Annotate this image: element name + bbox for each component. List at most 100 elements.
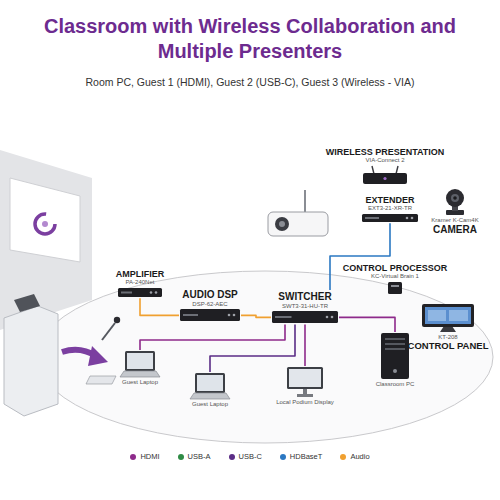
cpu-icon-part — [388, 282, 402, 294]
laptop-icon-part — [190, 393, 230, 399]
panel-icon-part — [428, 310, 446, 321]
tower-icon-part — [385, 348, 405, 350]
device-name: WIRELESS PRESENTATION — [326, 147, 445, 157]
laptop-icon-part — [197, 375, 223, 391]
laptop-icon-part — [125, 351, 155, 371]
subtitle: Room PC, Guest 1 (HDMI), Guest 2 (USB-C)… — [0, 76, 500, 88]
device-name: AMPLIFIER — [116, 269, 165, 279]
box-icon-part — [411, 217, 414, 220]
device-label: Local Podium Display — [276, 399, 334, 406]
box-icon-part — [228, 314, 231, 317]
control-panel-device: KT-208CONTROL PANEL — [407, 303, 490, 353]
device-name: CONTROL PANEL — [408, 341, 489, 352]
camera-device: Kramer K-Cam4KCAMERA — [430, 188, 479, 236]
legend-item: HDBaseT — [280, 452, 323, 461]
control-processor-device: CONTROL PROCESSORKC-Virtual Brain 1 — [342, 262, 448, 295]
connector — [241, 315, 271, 317]
connector — [304, 324, 306, 366]
switcher-device: SWITCHERSWT3-31-HU-TR — [271, 290, 339, 324]
diagram-title: Classroom with Wireless Collaboration an… — [25, 14, 475, 64]
device-label: Guest Laptop — [122, 379, 158, 386]
box-icon-part — [121, 292, 132, 294]
logo-dot — [42, 221, 48, 227]
monitor-icon-part — [303, 389, 307, 394]
legend-text: HDMI — [140, 452, 159, 461]
model-number: EXT3-21-XR-TR — [368, 205, 412, 212]
via-icon-part — [396, 166, 398, 174]
connector — [330, 223, 390, 290]
via-icon — [363, 166, 407, 184]
box-icon-part — [326, 316, 329, 319]
device-name: EXTENDER — [365, 195, 414, 205]
keyboard — [86, 376, 116, 384]
laptop-device: Guest Laptop — [189, 372, 231, 409]
display-device: Local Podium Display — [275, 366, 335, 407]
connector — [140, 298, 179, 315]
monitor-icon-part — [297, 394, 313, 397]
legend-item: HDMI — [130, 452, 159, 461]
box-icon-part — [155, 291, 158, 294]
legend-swatch — [280, 454, 286, 460]
projector-lens-inner — [279, 221, 285, 227]
tower-icon-part — [385, 338, 405, 340]
laptop-icon — [190, 373, 230, 399]
device-name: CAMERA — [433, 224, 477, 236]
connector — [339, 317, 395, 332]
box-icon-part — [406, 217, 409, 220]
legend-item: Audio — [340, 452, 369, 461]
laptop-icon-part — [195, 373, 225, 393]
box-icon-part — [180, 309, 240, 321]
amplifier-device: AMPLIFIERPA-240Net — [115, 268, 166, 298]
box-icon-part — [362, 214, 418, 222]
wall-display — [10, 178, 80, 262]
microphone — [102, 323, 115, 340]
camera-icon-part — [451, 194, 459, 202]
legend-text: Audio — [350, 452, 369, 461]
legend-text: USB-A — [188, 452, 211, 461]
model-number: KT-208 — [438, 334, 457, 341]
legend-swatch — [340, 454, 346, 460]
microphone-head — [114, 317, 120, 323]
model-number: SWT3-31-HU-TR — [282, 303, 328, 310]
connector — [140, 324, 285, 350]
podium — [4, 306, 58, 416]
laptop-device: Guest Laptop — [119, 350, 161, 387]
box-icon — [180, 309, 240, 321]
tower-icon-part — [393, 369, 397, 373]
monitor-icon — [287, 367, 323, 397]
box-icon-part — [275, 316, 292, 318]
monitor-icon-part — [287, 367, 323, 389]
legend-text: USB-C — [239, 452, 262, 461]
panel-icon-part — [449, 310, 468, 321]
audio-dsp-device: AUDIO DSPDSP-62-AEC — [179, 288, 241, 322]
extender-device: EXTENDEREXT3-21-XR-TR — [361, 194, 419, 223]
logo-ring — [35, 214, 55, 234]
legend-swatch — [229, 454, 235, 460]
panel-icon-part — [425, 307, 471, 324]
box-icon-part — [183, 314, 198, 316]
podium-tablet — [14, 294, 40, 312]
legend-item: USB-C — [229, 452, 262, 461]
model-number: Kramer K-Cam4K — [431, 217, 478, 224]
legend-swatch — [178, 454, 184, 460]
device-name: CONTROL PROCESSOR — [343, 263, 447, 273]
projector-mount — [304, 190, 306, 212]
device-label: Guest Laptop — [192, 401, 228, 408]
model-number: DSP-62-AEC — [192, 301, 227, 308]
projector — [268, 212, 328, 236]
laptop-icon-part — [120, 371, 160, 377]
tower-icon-part — [381, 333, 409, 379]
device-name: AUDIO DSP — [182, 289, 238, 301]
legend-item: USB-A — [178, 452, 211, 461]
model-number: VIA-Connect 2 — [365, 157, 404, 164]
box-icon — [362, 214, 418, 222]
legend: HDMI USB-A USB-C HDBaseT Audio — [0, 452, 500, 461]
pc-device: Classroom PC — [375, 332, 416, 389]
floor-ellipse — [37, 271, 493, 443]
panel-icon-part — [422, 304, 474, 327]
box-icon-part — [331, 316, 334, 319]
model-number: KC-Virtual Brain 1 — [371, 273, 419, 280]
